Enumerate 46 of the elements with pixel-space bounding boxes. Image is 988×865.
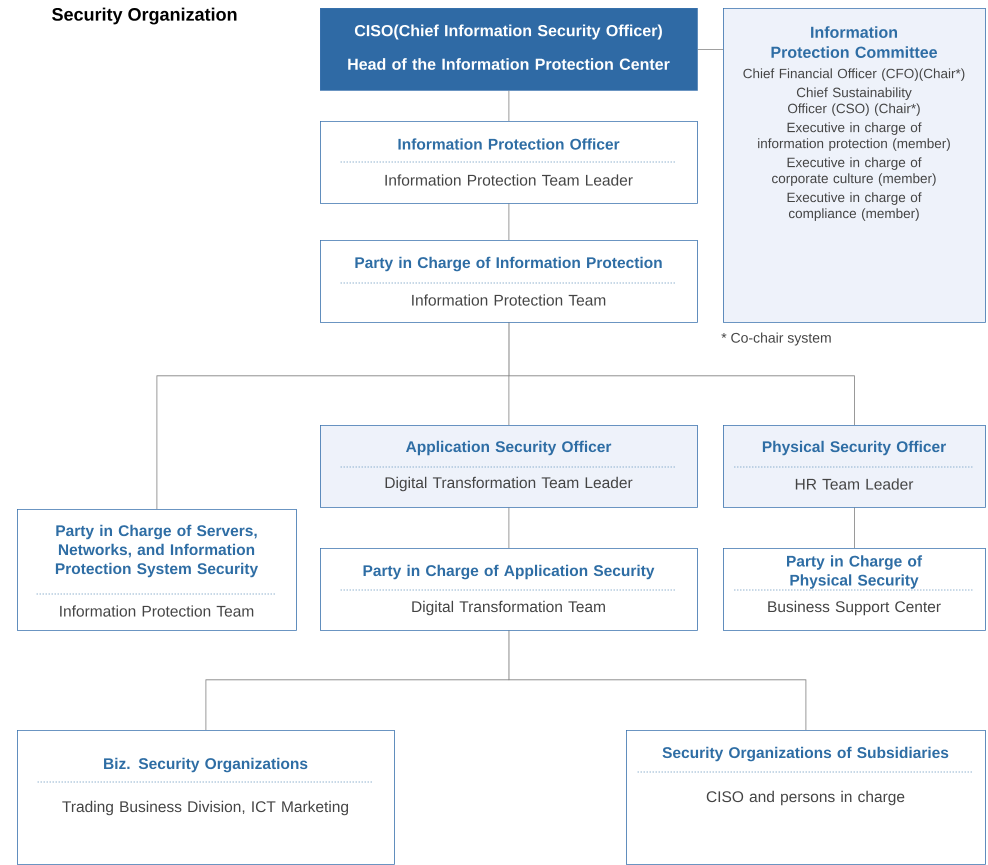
title-text: CISO(Chief Information Security Officer)	[354, 24, 662, 40]
team-name: CISO and persons in charge	[706, 790, 904, 806]
team-name: Information Protection Team Leader	[385, 174, 633, 186]
org-box	[723, 425, 986, 508]
org-box	[320, 8, 698, 91]
connector-line	[854, 507, 855, 548]
connector-line	[508, 630, 806, 730]
role-title: Party in Charge of Application Security	[364, 564, 654, 580]
connector-line	[508, 90, 510, 122]
org-box	[320, 121, 698, 204]
team-name: Digital Transformation Team	[412, 600, 605, 616]
team-name: Trading Business Division, ICT Marketing	[62, 800, 348, 816]
member-text: Executive in charge of corporate culture (member)	[772, 157, 936, 186]
org-box	[626, 730, 986, 865]
role-title: Application Security Officer	[406, 440, 612, 456]
connector-line	[697, 49, 724, 50]
org-box	[17, 730, 395, 865]
member-text: Chief Financial Officer (CFO)(Chair*)	[743, 68, 964, 81]
team-name: Information Protection Team	[412, 294, 606, 306]
team-name: Information Protection Team	[60, 605, 254, 617]
connector-line	[508, 507, 510, 548]
member-text: Chief Sustainability Officer (CSO) (Chair*)	[788, 87, 920, 116]
org-box	[17, 509, 297, 631]
team-name: Digital Transformation Team Leader	[386, 476, 632, 492]
role-title: Party in Charge of Servers, Networks, and Information Protection System Security	[56, 524, 258, 578]
member-text: Executive in charge of information protection (member)	[758, 122, 950, 151]
role-title: Security Organizations of Subsidiaries	[662, 746, 948, 762]
role-title: Party in Charge of Information Protection	[355, 256, 662, 272]
role-title: Biz. Security Organizations	[104, 758, 308, 772]
member-text: Executive in charge of compliance (member)	[788, 192, 922, 221]
committee-box	[723, 8, 986, 323]
role-title: Party in Charge of Physical Security	[787, 555, 922, 589]
team-name: Business Support Center	[768, 600, 941, 616]
role-title: Physical Security Officer	[762, 440, 946, 456]
org-box	[320, 548, 698, 631]
org-box	[320, 240, 698, 323]
org-box	[723, 548, 986, 631]
committee-title: Information Protection Committee	[772, 26, 937, 58]
team-name: HR Team Leader	[796, 478, 914, 490]
org-box	[320, 425, 698, 508]
title-text: Head of the Information Protection Center	[348, 58, 670, 70]
role-title: Information Protection Officer	[398, 138, 620, 150]
connector-line	[508, 203, 510, 240]
connector-line	[508, 322, 855, 426]
page-title: Security Organization	[52, 8, 236, 24]
footnote: * Co-chair system	[721, 332, 831, 346]
